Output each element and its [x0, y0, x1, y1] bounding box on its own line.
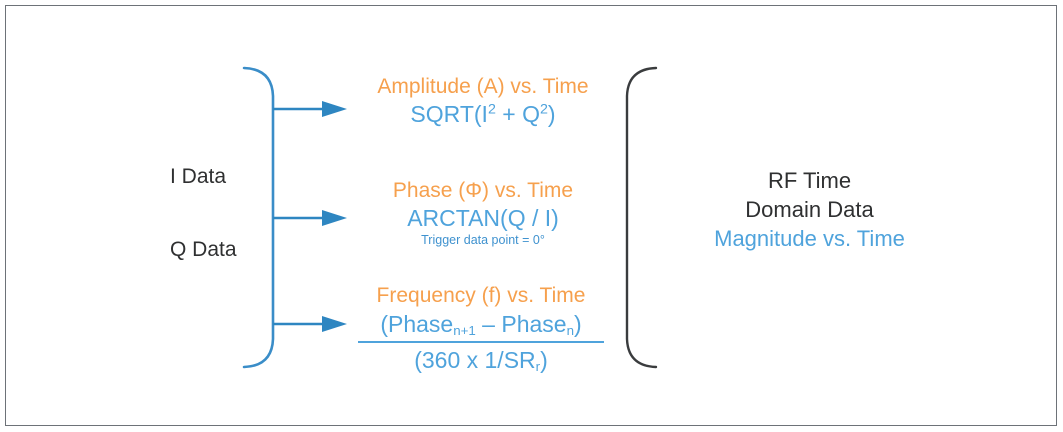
- diagram-frame: I Data Q Data Amplitude (A) vs. Time SQR…: [5, 5, 1057, 426]
- diagram-canvas: I Data Q Data Amplitude (A) vs. Time SQR…: [6, 6, 1058, 427]
- branch-frequency-fraction: (Phasen+1 – Phasen) (360 x 1/SRr): [346, 310, 616, 374]
- input-label-i-data: I Data: [170, 165, 227, 188]
- formula-exponent-i: 2: [487, 101, 496, 118]
- branch-phase: Phase (Φ) vs. Time ARCTAN(Q / I) Trigger…: [358, 178, 608, 248]
- input-label-q-data: Q Data: [170, 238, 237, 261]
- formula-text-prefix: SQRT(I: [410, 101, 488, 127]
- fraction-bar: [358, 341, 604, 343]
- denominator-text: (360 x 1/SR: [414, 347, 536, 373]
- numerator-operator: – Phase: [475, 311, 567, 337]
- arrow-head-amplitude: [322, 101, 347, 117]
- branch-phase-formula: ARCTAN(Q / I): [407, 205, 559, 231]
- arrow-head-frequency: [322, 316, 347, 332]
- numerator-close-paren: ): [574, 311, 582, 337]
- numerator-subscript-n: n: [566, 322, 575, 338]
- branch-phase-note: Trigger data point = 0°: [421, 233, 545, 247]
- formula-text-suffix: ): [547, 101, 556, 127]
- denominator-subscript-r: r: [535, 358, 541, 374]
- fraction-numerator: (Phasen+1 – Phasen): [346, 310, 616, 338]
- branch-amplitude: Amplitude (A) vs. Time SQRT(I2 + Q2): [358, 74, 608, 128]
- branch-phase-title: Phase (Φ) vs. Time: [392, 179, 574, 202]
- formula-text-mid: + Q: [495, 101, 540, 127]
- arrow-head-phase: [322, 210, 347, 226]
- branch-frequency: Frequency (f) vs. Time (Phasen+1 – Phase…: [346, 283, 616, 374]
- denominator-close-paren: ): [540, 347, 548, 373]
- numerator-phase-a: (Phase: [380, 311, 454, 337]
- fraction-denominator: (360 x 1/SRr): [346, 346, 616, 374]
- branch-amplitude-title: Amplitude (A) vs. Time: [377, 75, 589, 98]
- output-line-domain-data: Domain Data: [745, 197, 874, 222]
- output-block: RF Time Domain Data Magnitude vs. Time: [682, 166, 937, 253]
- output-line-magnitude-vs-time: Magnitude vs. Time: [714, 226, 905, 251]
- branch-frequency-title: Frequency (f) vs. Time: [376, 284, 586, 307]
- right-bracket: [625, 66, 658, 369]
- left-bracket: [242, 66, 275, 369]
- numerator-subscript-n-plus-1: n+1: [453, 322, 476, 338]
- output-line-rf-time: RF Time: [767, 168, 852, 193]
- formula-exponent-q: 2: [539, 101, 548, 118]
- branch-amplitude-formula: SQRT(I2 + Q2): [358, 100, 608, 128]
